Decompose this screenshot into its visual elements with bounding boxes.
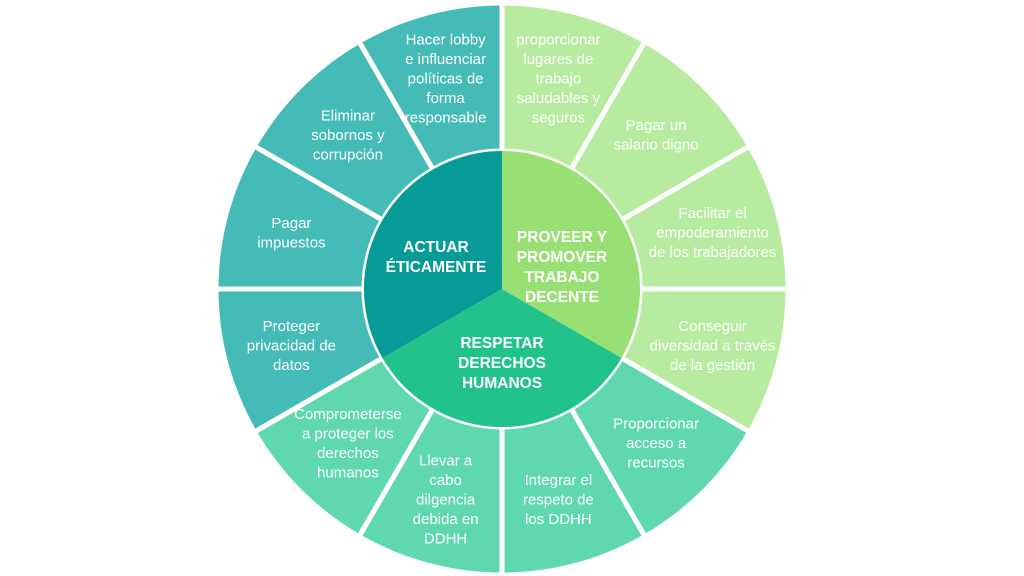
segment-7-label-line: a proteger los: [302, 425, 394, 442]
segment-10-label-line: corrupción: [313, 146, 383, 163]
segment-6-label-line: debida en: [413, 511, 479, 528]
segment-11-label-line: Hacer lobby: [406, 31, 487, 48]
segment-4-label-line: recursos: [627, 455, 685, 472]
segment-8-label-line: privacidad de: [247, 337, 336, 354]
segment-2-label: Facilitar el empoderamiento de los trabaja…: [649, 205, 777, 261]
segment-8-label-line: datos: [273, 357, 310, 374]
segment-6-label-line: cabo: [429, 472, 462, 489]
core-proveer-label-line: TRABAJO: [525, 269, 600, 286]
segment-6-label: Llevar a cabo dilgencia debida en DDHH: [413, 453, 479, 548]
segment-9-label: Pagar impuestos: [257, 215, 325, 252]
core-sector-respetar: [382, 289, 622, 427]
segment-11-label-line: e influenciar: [405, 51, 486, 68]
segment-6-label-line: dilgencia: [416, 492, 476, 509]
segment-10-label-line: sobornos y: [311, 127, 385, 144]
segment-3-label: Conseguir diversidad a través de la gestió…: [650, 318, 776, 374]
core-proveer-label-line: PROMOVER: [517, 249, 607, 266]
core-actuar-label-line: ACTUAR: [403, 239, 468, 256]
core-respetar-label: RESPETAR DERECHOS HUMANOS: [458, 335, 546, 392]
segment-0-label-line: saludables y: [517, 90, 601, 107]
segment-1-label: Pagar un salario digno: [614, 117, 699, 154]
core-respetar-label-line: RESPETAR: [460, 335, 543, 352]
segment-1-label-line: salario digno: [614, 137, 699, 154]
core-respetar-label-line: DERECHOS: [458, 355, 546, 372]
outer-segments: proporcionar lugares de trabajo saludables …: [211, 0, 793, 576]
core-proveer-label-line: PROVEER Y: [517, 229, 608, 246]
segment-5-label-line: respeto de: [523, 492, 594, 509]
core-circle: ACTUAR ÉTICAMENTE PROVEER Y PROMOVER TRABAJO…: [364, 151, 640, 427]
wheel-outer-edge: [211, 0, 793, 576]
segment-7-label-line: humanos: [317, 464, 379, 481]
segment-5-label: Integrar el respeto de los DDHH: [523, 472, 594, 528]
segment-6-label-line: Llevar a: [419, 453, 473, 470]
segment-0-label-line: proporcionar: [516, 31, 600, 48]
segment-1-label-line: Pagar un: [626, 117, 687, 134]
segment-3-label-line: diversidad a través: [650, 337, 776, 354]
segment-11-label: Hacer lobby e influenciar políticas de form…: [405, 31, 487, 126]
segment-2-label-line: Facilitar el: [678, 205, 746, 222]
segment-2-label-line: de los trabajadores: [649, 244, 777, 261]
segment-10-label-line: Eliminar: [321, 107, 375, 124]
segment-0-label-line: seguros: [532, 109, 585, 126]
core-proveer-label-line: DECENTE: [525, 289, 599, 306]
core-actuar-label-line: ÉTICAMENTE: [386, 259, 487, 276]
segment-7-label-line: derechos: [317, 445, 379, 462]
segment-6-label-line: DDHH: [424, 531, 467, 548]
segment-5-label-line: Integrar el: [525, 472, 593, 489]
core-respetar-label-line: HUMANOS: [462, 375, 542, 392]
core-sector-proveer: [502, 151, 640, 358]
segment-2-label-line: empoderamiento: [656, 225, 769, 242]
segment-3-label-line: Conseguir: [678, 318, 746, 335]
segment-10-label: Eliminar sobornos y corrupción: [311, 107, 385, 163]
segment-0-label-line: lugares de: [523, 51, 593, 68]
segment-5-label-line: los DDHH: [525, 511, 592, 528]
segment-4-label-line: acceso a: [626, 435, 687, 452]
segment-9-label-line: impuestos: [257, 234, 325, 251]
segment-4-label-line: Proporcionar: [613, 416, 699, 433]
segment-3-label-line: de la gestión: [670, 357, 755, 374]
segment-11-label-line: políticas de: [408, 70, 484, 87]
segment-7-label-line: Comprometerse: [294, 406, 402, 423]
segment-8-label: Proteger privacidad de datos: [247, 318, 336, 374]
core-sector-actuar: [364, 151, 502, 358]
core-actuar-label: ACTUAR ÉTICAMENTE: [386, 239, 487, 276]
core-proveer-label: PROVEER Y PROMOVER TRABAJO DECENTE: [517, 229, 608, 306]
segment-4-label: Proporcionar acceso a recursos: [613, 416, 699, 472]
segment-0-label-line: trabajo: [535, 70, 581, 87]
segment-7-label: Comprometerse a proteger los derechos human…: [294, 406, 402, 482]
segment-0-label: proporcionar lugares de trabajo saludables …: [516, 31, 600, 126]
segment-11-label-line: forma: [426, 90, 465, 107]
segment-9-label-line: Pagar: [271, 215, 311, 232]
segment-8-label-line: Proteger: [263, 318, 321, 335]
segment-11-label-line: responsable: [405, 109, 487, 126]
